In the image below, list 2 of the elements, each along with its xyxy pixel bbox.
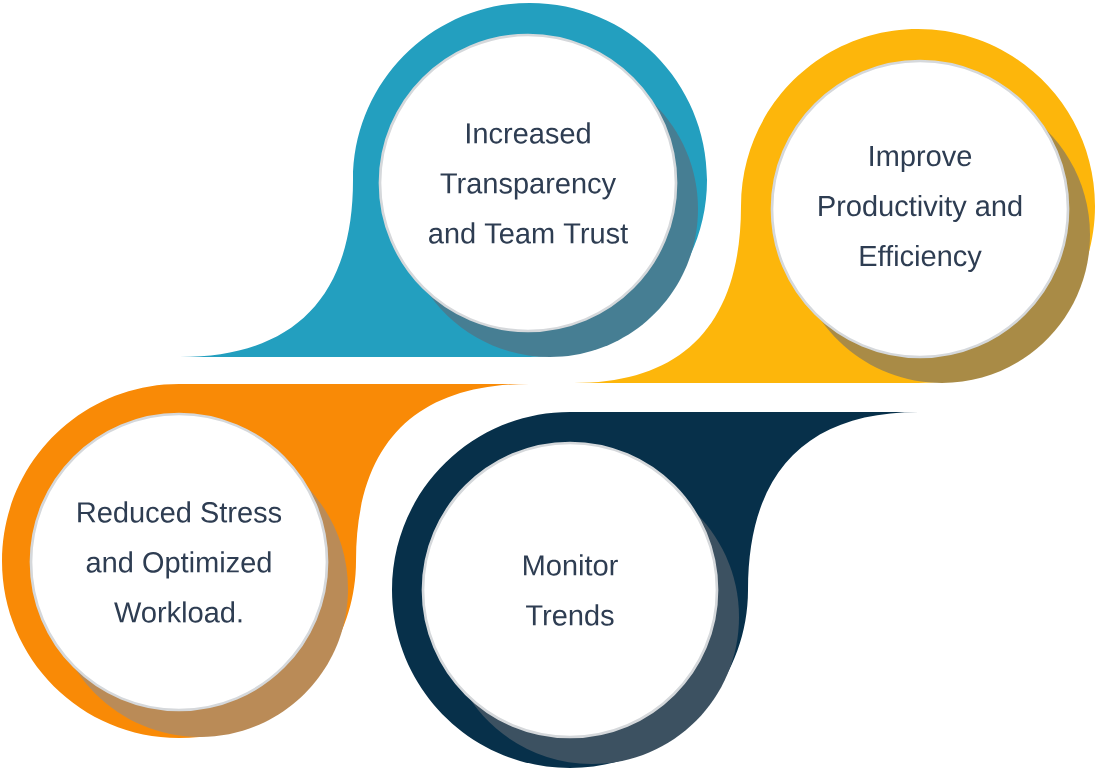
node-label: Improve Productivity and Efficiency (819, 146, 1022, 272)
node-label: Monitor Trends (524, 554, 618, 626)
